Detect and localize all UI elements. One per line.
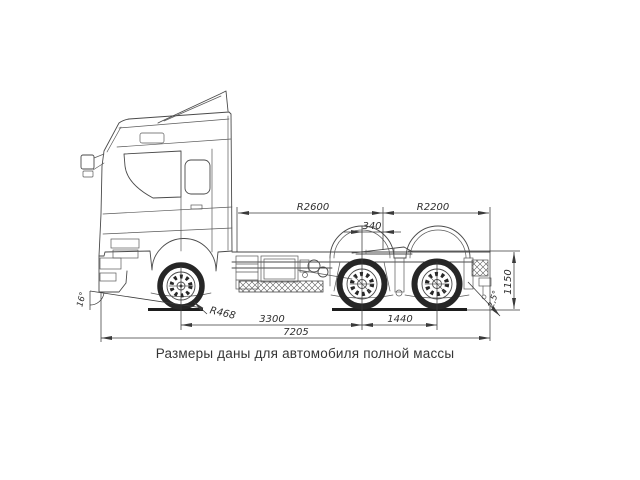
approach-angle-slant — [89, 290, 204, 309]
roof-deflector — [157, 90, 229, 124]
dim-label-r2200: R2200 — [417, 202, 449, 213]
dim-label-340: 340 — [362, 221, 381, 232]
air-tanks — [302, 259, 329, 278]
dim-label-1150: 1150 — [503, 269, 514, 294]
door-window — [184, 159, 211, 195]
door-seams — [180, 148, 213, 253]
approach-angle-arc — [89, 292, 105, 306]
entry-steps — [110, 238, 140, 259]
catwalk-platform — [238, 280, 324, 293]
dim-label-3300: 3300 — [259, 314, 284, 325]
r468-leader — [193, 301, 208, 315]
mud-flap-rear — [463, 257, 474, 290]
side-window — [123, 150, 182, 199]
sleeper-hatch — [139, 132, 165, 144]
dim-label-rear-angle: 2,5° — [487, 289, 502, 309]
dim-label-1440: 1440 — [387, 314, 412, 325]
fifth-wheel-coupling — [351, 246, 414, 255]
truck-side-view — [80, 90, 492, 311]
rear-end-equipment — [471, 259, 492, 300]
dim-label-7205: 7205 — [283, 327, 308, 338]
mirror — [80, 153, 105, 178]
tool-box — [260, 255, 299, 283]
fog-light — [99, 272, 117, 282]
dim-label-r2600: R2600 — [297, 202, 329, 213]
rear-angle-leader — [467, 281, 501, 317]
headlight — [99, 257, 122, 270]
frame-bracket — [299, 259, 310, 273]
drawing-caption: Размеры даны для автомобиля полной массы — [156, 346, 455, 361]
mud-flap — [394, 257, 405, 293]
dim-label-approach-angle: 16° — [75, 291, 88, 308]
taillight — [478, 277, 492, 287]
cab — [80, 90, 233, 297]
dim-label-r468: R468 — [209, 305, 237, 322]
windshield-pillar — [106, 126, 122, 153]
